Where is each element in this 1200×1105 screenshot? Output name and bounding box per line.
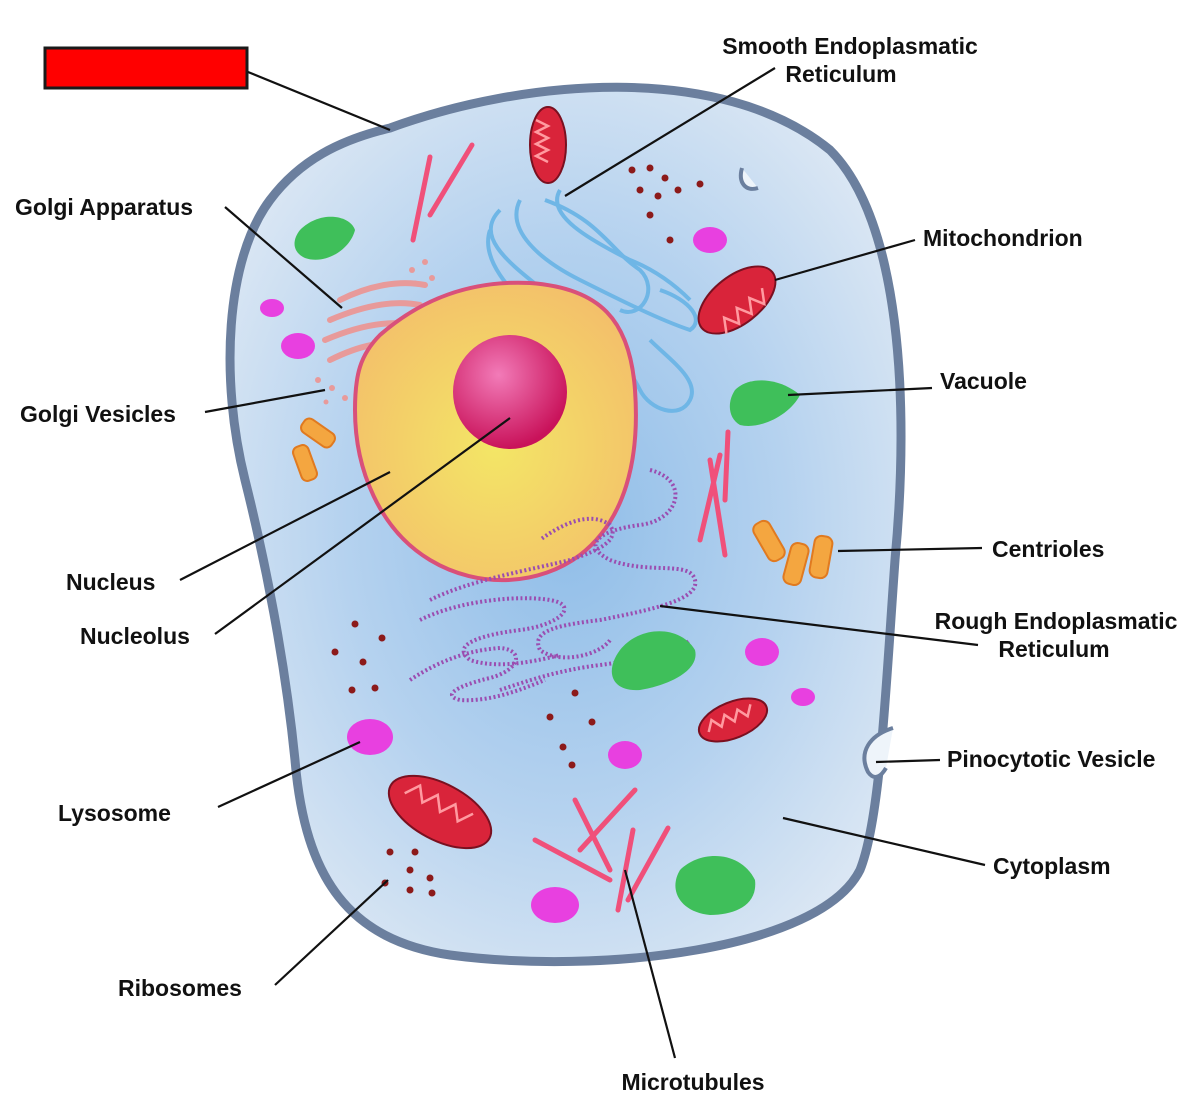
labels: Smooth Endoplasmatic Reticulum Mitochond… (15, 33, 1178, 1095)
label-smooth-er-line1: Smooth Endoplasmatic (722, 33, 978, 59)
label-ribosomes: Ribosomes (118, 975, 242, 1001)
vacuoles (294, 216, 800, 915)
label-nucleus: Nucleus (66, 569, 155, 595)
label-golgi-apparatus: Golgi Apparatus (15, 194, 193, 220)
nucleolus-shape (453, 335, 567, 449)
centrioles (292, 417, 834, 587)
label-vacuole: Vacuole (940, 368, 1027, 394)
label-golgi-vesicles: Golgi Vesicles (20, 401, 176, 427)
label-lysosome: Lysosome (58, 800, 171, 826)
mitochondria (387, 106, 777, 850)
label-nucleolus: Nucleolus (80, 623, 190, 649)
label-microtubules: Microtubules (621, 1069, 764, 1095)
leader-lines (179, 67, 986, 1059)
pinocytotic-vesicle-shape (862, 726, 894, 779)
label-rough-er-line2: Reticulum (998, 636, 1109, 662)
label-cytoplasm: Cytoplasm (993, 853, 1111, 879)
label-pinocytotic-vesicle: Pinocytotic Vesicle (947, 746, 1155, 772)
label-centrioles: Centrioles (992, 536, 1104, 562)
label-mitochondrion: Mitochondrion (923, 225, 1083, 251)
hidden-label-box (43, 46, 249, 90)
label-smooth-er-line2: Reticulum (785, 61, 896, 87)
lysosomes (260, 227, 815, 923)
golgi-vesicles (315, 259, 435, 405)
microtubules (410, 142, 731, 913)
surface-notch (738, 167, 759, 191)
label-rough-er-line1: Rough Endoplasmatic (935, 608, 1178, 634)
